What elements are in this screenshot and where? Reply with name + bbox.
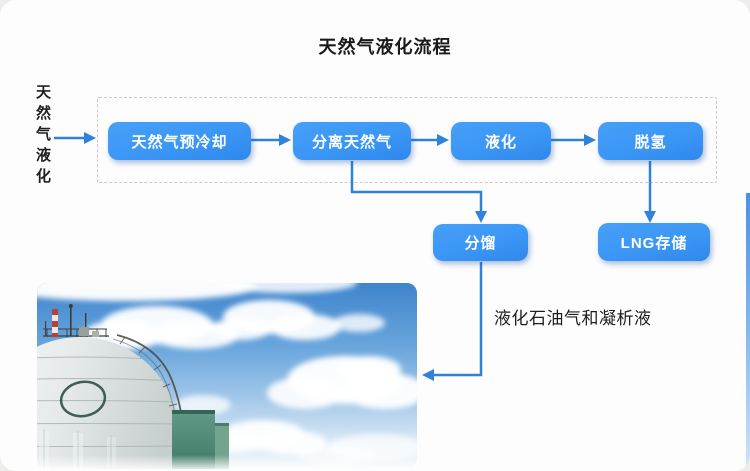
- branch-output-caption: 液化石油气和凝析液: [494, 309, 652, 328]
- manhole-ring: [59, 380, 107, 418]
- feed-side-label: 天然气液化: [34, 84, 51, 189]
- node-fractionation: 分馏: [433, 224, 528, 261]
- page-title: 天然气液化流程: [318, 37, 452, 57]
- node-dehydrogenation: 脱氢: [598, 122, 703, 160]
- lng-spherical-storage-tank-photo: [37, 283, 417, 469]
- arrow-fractionation-to-photo: [422, 262, 483, 381]
- node-precooling: 天然气预冷却: [108, 122, 251, 160]
- node-liquefaction: 液化: [451, 122, 551, 160]
- node-lng-storage: LNG存储: [598, 223, 710, 261]
- bottom-haze: [37, 455, 417, 469]
- storage-sphere: [37, 337, 179, 469]
- node-separation: 分离天然气: [293, 122, 411, 160]
- right-edge-blue-strip: [746, 193, 750, 471]
- sphere-top-structures: [43, 304, 109, 337]
